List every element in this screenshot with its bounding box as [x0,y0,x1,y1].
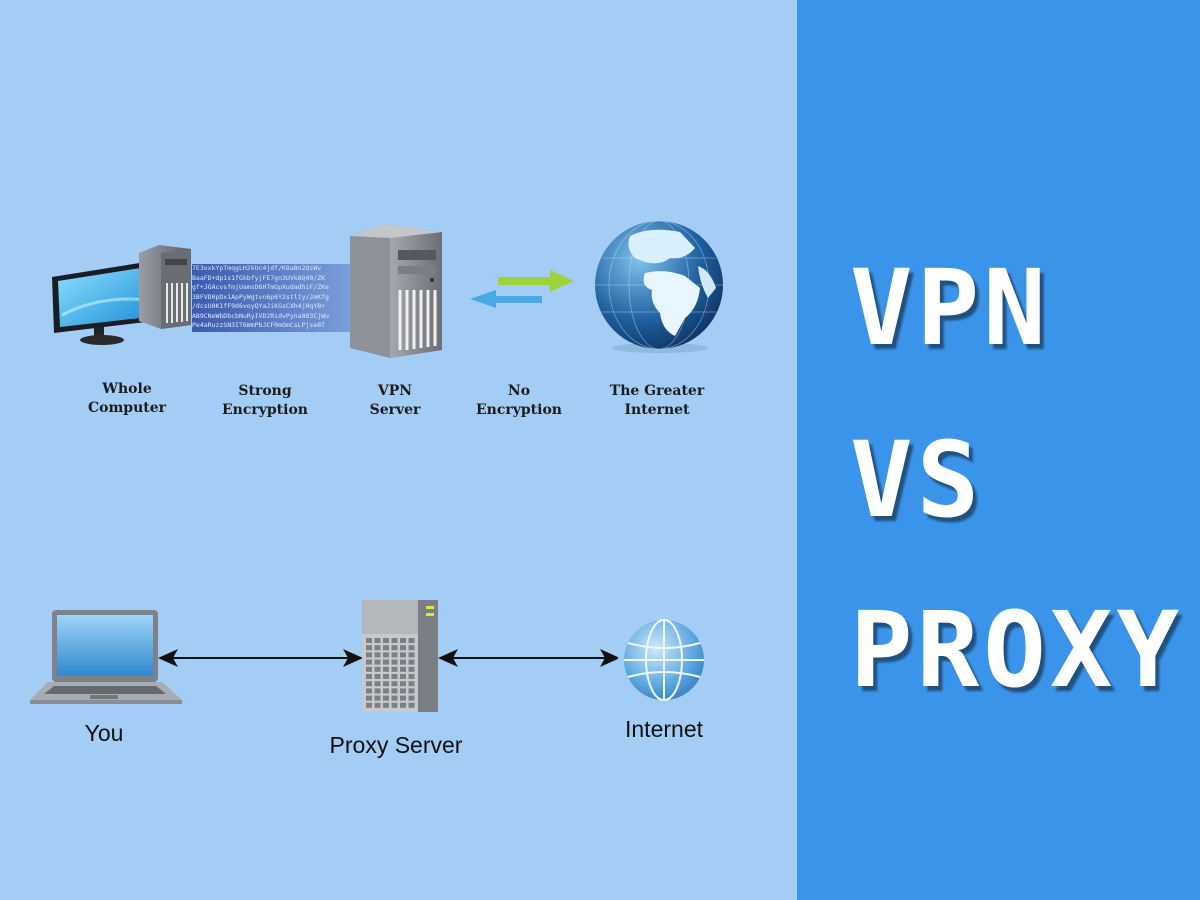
server-window [400,645,406,651]
encrypted-text-row: 3BFVD0pDx1ApPyWgtvn6p6Y2stlty/JmKfg [192,292,329,301]
globe-icon [595,220,723,353]
bidirectional-arrows-icon [470,270,574,308]
server-window [408,681,415,687]
encrypted-text-row: gf+JGAcvsfmjUamsD6HTmGpXudadhiF/ZKe [192,283,329,291]
server-window [408,695,415,701]
server-window [366,688,372,694]
server-window [408,659,415,665]
you-proxy-arrow [158,649,363,667]
server-window [400,681,406,687]
server-window [408,688,415,694]
globe-icon [624,619,704,701]
server-window [366,666,372,672]
server-window [366,645,372,651]
server-window [383,645,389,651]
encrypted-text-row: /dcsU0K1fF9d6voyQYaJiKGsCXh4jHqYB+ [192,302,326,310]
server-window [374,695,381,701]
label-whole-computer: Whole Computer [87,381,167,416]
server-window [408,645,415,651]
server-window [383,666,389,672]
server-window [374,652,381,658]
server-window [374,666,381,672]
computer-tower-icon [139,245,191,329]
server-window [391,702,398,708]
server-tower-icon [350,224,442,358]
server-window [366,695,372,701]
outgoing-arrow [498,270,574,292]
server-window [374,681,381,687]
server-window [408,652,415,658]
server-window [408,702,415,708]
server-window [391,674,398,679]
proxy-server-icon [362,600,438,712]
server-window [374,674,381,679]
label-vpn-server: VPN Server [369,383,421,418]
server-window [366,652,372,658]
server-window [408,674,415,679]
server-window [391,652,398,658]
server-window [391,695,398,701]
server-window [366,659,372,665]
server-window [391,688,398,694]
server-window [374,638,381,643]
label-proxy-server: Proxy Server [329,732,463,758]
title-proxy: PROXY [850,589,1184,711]
incoming-arrow [470,290,542,308]
server-window [391,645,398,651]
title-vs: VS [850,419,984,541]
server-window [408,666,415,672]
title-vpn: VPN [850,247,1050,369]
server-window [374,659,381,665]
server-window [400,674,406,679]
server-window [366,674,372,679]
title-panel [797,0,1200,900]
label-greater-internet: The Greater Internet [609,383,705,418]
server-window [400,652,406,658]
server-window [383,652,389,658]
server-window [366,638,372,643]
encrypted-text-row: AB9CNeWbDbcbNuRyIVD2RidvPyna883CjWu [192,311,329,320]
encrypted-text-row: Pe4aRuzzSN3IT6WmPbJCF0mOmCsLPjse8T [192,321,326,329]
server-window [374,688,381,694]
server-window [383,674,389,679]
label-strong-encryption: Strong Encryption [222,383,308,418]
server-window [391,681,398,687]
proxy-connection-arrows [158,649,618,667]
encrypted-text-row: BaaFD+dp1s1fGkbfyjFE7gn3UVk8Q40/ZK [192,273,326,282]
server-window [383,638,389,643]
server-window [383,681,389,687]
server-window [374,645,381,651]
encrypted-text-row: 7E3oxkYpTmqgLH2kUc4jdf/K8aBn2QsWv [192,264,322,272]
server-window [366,681,372,687]
laptop-icon [30,610,182,704]
server-window [408,638,415,643]
label-you: You [84,720,124,746]
server-window [391,638,398,643]
server-window [400,688,406,694]
server-window [400,659,406,665]
diagram-panel [0,0,797,900]
server-window [400,695,406,701]
server-window [383,695,389,701]
server-window [400,638,406,643]
server-window [366,702,372,708]
proxy-internet-arrow [438,649,618,667]
server-window [374,702,381,708]
server-window [400,702,406,708]
label-internet: Internet [625,716,703,742]
server-window [383,702,389,708]
server-window [383,688,389,694]
desktop-computer-icon [52,261,154,345]
server-window [400,666,406,672]
encrypted-data-stream: 7E3oxkYpTmqgLH2kUc4jdf/K8aBn2QsWv BaaFD+… [192,264,352,332]
server-window [391,659,398,665]
label-no-encryption: No Encryption [476,383,562,418]
server-window [391,666,398,672]
server-window [383,659,389,665]
